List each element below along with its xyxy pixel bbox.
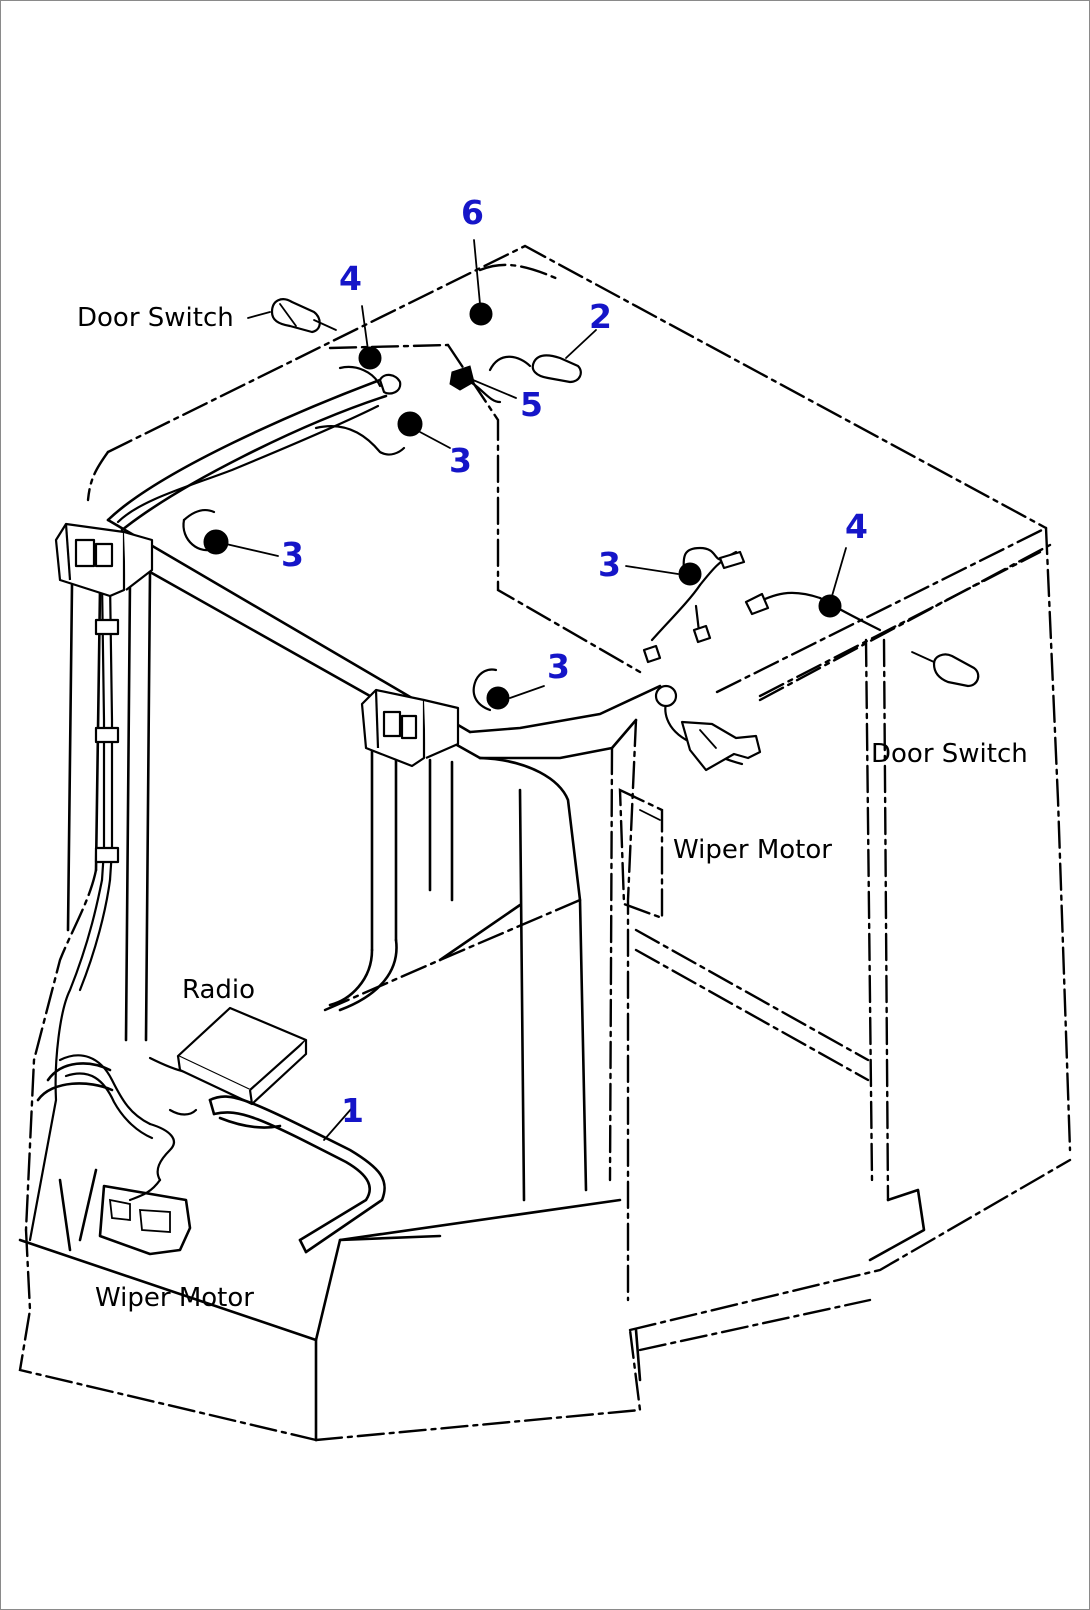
wiper-motor-right-label: Wiper Motor [673, 835, 832, 865]
callout-3-right: 3 [598, 545, 621, 584]
wiper-motor-right-shape [618, 788, 664, 920]
callout-4-left: 4 [339, 259, 362, 298]
callout-3-left: 3 [281, 535, 304, 574]
leader-lines [225, 239, 847, 1141]
door-frame [323, 718, 870, 1302]
lower-body [18, 1178, 642, 1442]
lower-harness [58, 1054, 198, 1202]
left-front-pillar [24, 570, 152, 1232]
radio-label: Radio [182, 975, 255, 1005]
callout-4-right: 4 [845, 507, 868, 546]
door-switch-left-part [270, 298, 337, 334]
callout-3-roof: 3 [449, 441, 472, 480]
right-switch-bracket [654, 684, 762, 772]
wiper-motor-left-shape [78, 1168, 192, 1256]
left-control-box [54, 522, 154, 598]
door-switch-left-label: Door Switch [77, 303, 234, 333]
grommets [203, 302, 842, 710]
callout-5: 5 [520, 385, 543, 424]
radio-unit [176, 1006, 308, 1106]
part-1-handle [208, 1095, 386, 1254]
small-connectors [378, 373, 770, 664]
part-2-connector [531, 354, 582, 384]
pillar-harness [28, 580, 120, 1242]
callout-2: 2 [589, 297, 612, 336]
wiper-motor-left-label: Wiper Motor [95, 1283, 254, 1313]
roof-harness [116, 355, 1042, 766]
callout-3-center: 3 [547, 647, 570, 686]
door-switch-right-label: Door Switch [871, 739, 1028, 769]
center-front-pillar [328, 740, 454, 1012]
center-control-box [360, 688, 460, 768]
right-rear-pillar [628, 526, 1072, 1382]
door-switch-right-part [911, 651, 980, 688]
callout-1: 1 [341, 1091, 364, 1130]
callout-6: 6 [461, 193, 484, 232]
